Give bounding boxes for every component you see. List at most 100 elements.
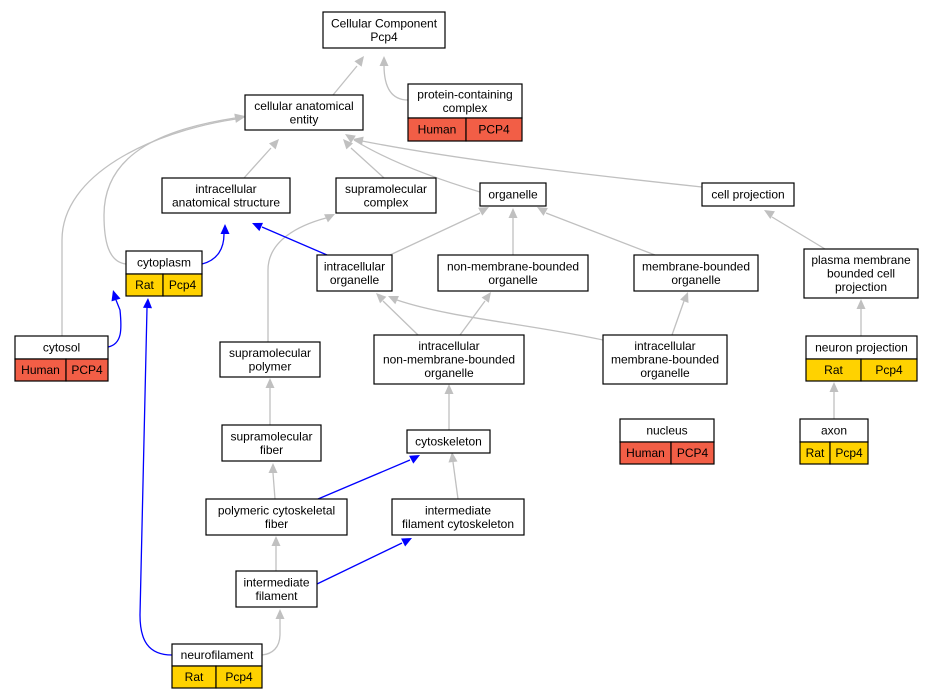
edge-line [316,542,403,585]
node-label: supramolecular [230,429,312,443]
node-label: plasma membrane [811,253,911,267]
arrowhead [220,224,230,234]
species-label: Rat [135,278,154,292]
gene-cell [670,441,715,465]
node-cytoskeleton[interactable]: cytoskeleton [406,429,491,454]
node-label: cytoskeleton [415,435,482,449]
edge-np-to-axon [829,382,839,419]
node-label: intracellular [195,182,256,196]
edge-ias-to-io [252,222,328,256]
node-box [244,94,364,131]
node-box [391,498,525,536]
arrowhead [764,210,775,219]
node-label: organelle [488,188,538,202]
edge-nmbo-to-inmbo [459,292,491,336]
arrowhead [271,536,281,546]
node-box [602,334,728,385]
node-label: complex [364,195,409,209]
node-box [437,254,589,292]
edge-line [350,147,385,179]
node-box [407,83,523,119]
node-label: intracellular [324,259,385,273]
node-label: organelle [488,273,538,287]
node-label: neurofilament [181,648,254,662]
node-box [633,254,759,292]
edge-io-to-imbo [388,296,604,341]
arrowhead [265,378,275,388]
arrowhead [324,214,335,223]
node-label: cell projection [711,188,784,202]
node-label: organelle [640,366,690,380]
arrowhead [376,293,387,304]
edge-line [452,461,459,500]
node-label: polymeric cytoskeletal [218,503,335,517]
node-label: polymer [249,359,292,373]
node-label: neuron projection [815,341,908,355]
species-label: Rat [806,446,825,460]
node-label: membrane-bounded [642,259,750,273]
edge-line [383,64,409,101]
node-cell-projection[interactable]: cell projection [701,182,795,207]
node-label: intermediate [425,503,491,517]
gene-cell [860,358,918,382]
edge-cae-to-ias [243,139,279,179]
edge-line [261,618,281,656]
gene-label: PCP4 [478,123,510,137]
node-label: supramolecular [229,346,311,360]
edge-mbo-to-imbo [671,292,689,336]
node-box [161,177,291,214]
node-box [803,248,919,299]
gene-label: Pcp4 [225,670,253,684]
node-label: filament cytoskeleton [402,517,514,531]
node-box [205,498,348,536]
edge-org-to-nmbo [508,208,518,255]
arrowhead [478,207,489,216]
node-intracellular-non-membrane-bounded-organelle[interactable]: intracellularnon-membrane-boundedorganel… [373,334,525,385]
gene-cell [829,441,869,465]
node-label: filament [255,589,298,603]
node-box [322,11,446,49]
node-box [219,341,321,378]
edge-line [361,140,703,188]
node-label: membrane-bounded [611,353,719,367]
arrowhead [508,208,518,218]
node-label: bounded cell [827,267,895,281]
gene-label: Pcp4 [875,363,903,377]
node-label: fiber [260,443,283,457]
arrowhead [448,452,458,463]
species-label: Human [418,123,457,137]
node-organelle[interactable]: organelle [479,182,547,207]
arrowhead [143,298,152,309]
edge-line [272,472,276,500]
node-label: complex [443,101,488,115]
node-label: entity [290,112,319,126]
edge-cae-to-org [345,134,481,193]
arrowhead [268,139,279,150]
node-label: Cellular Component [331,16,438,30]
gene-cell [65,358,109,382]
edge-smf-to-pcf [268,463,278,500]
edge-org-to-mbo [537,207,656,256]
edge-cae-to-cytosol [61,114,245,336]
